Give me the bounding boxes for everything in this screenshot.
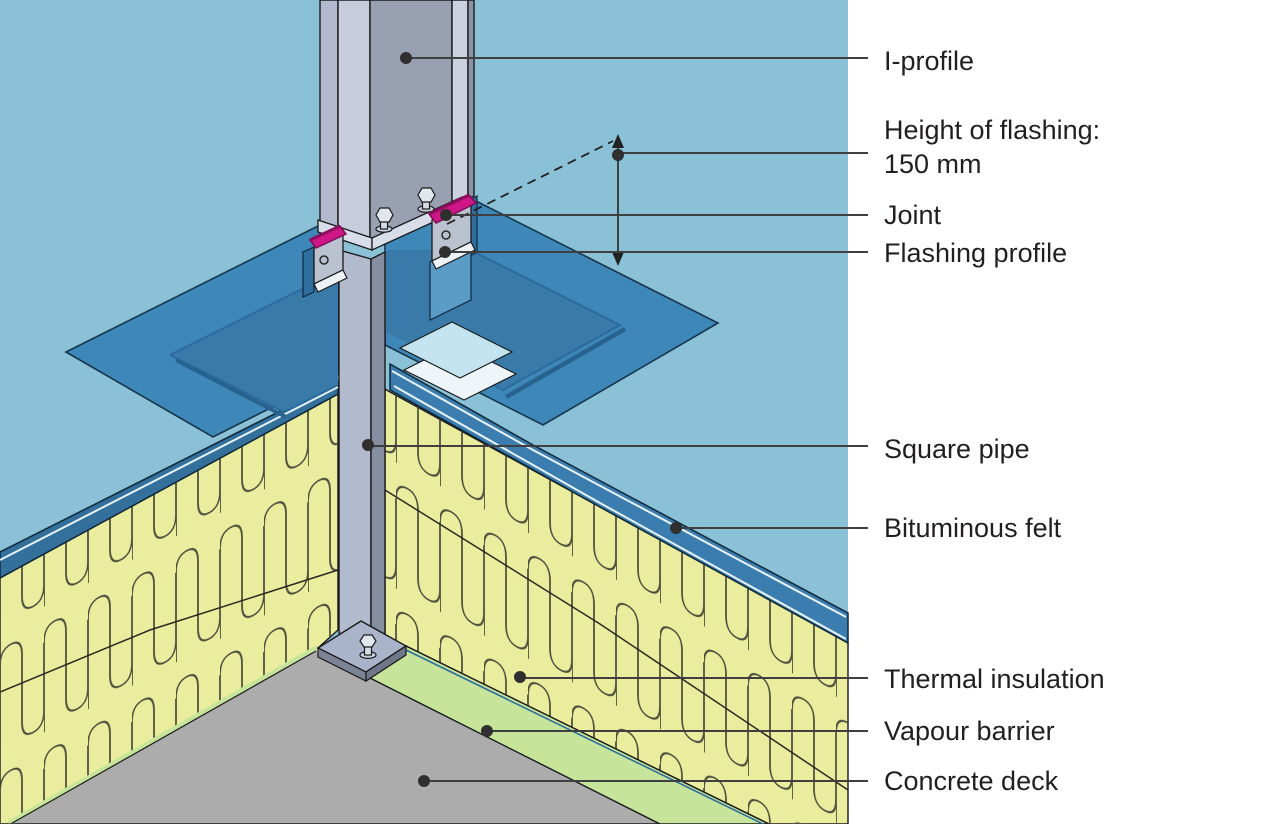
i-profile-left-flange-edge	[319, 0, 339, 239]
i-profile-left-flange-face	[337, 0, 371, 247]
label-vapour-barrier-text: Vapour barrier	[884, 716, 1055, 746]
label-bituminous-felt: Bituminous felt	[884, 511, 1061, 545]
label-bituminous-felt-text: Bituminous felt	[884, 513, 1062, 543]
insulation-layer-divider-left	[0, 569, 339, 693]
label-joint: Joint	[884, 198, 941, 232]
label-height-of-flashing: Height of flashing: 150 mm	[884, 113, 1100, 181]
vapour-barrier-top-line	[405, 649, 764, 824]
screw-icon	[441, 230, 451, 240]
felt-upstand-left	[170, 271, 338, 412]
extension-dashed-line	[446, 140, 614, 225]
dot-joint	[440, 209, 452, 221]
label-i-profile: I-profile	[884, 44, 974, 78]
label-vapour-barrier: Vapour barrier	[884, 714, 1055, 748]
screw-icon	[319, 255, 329, 265]
dot-flashing-profile	[439, 246, 451, 258]
leader-dots	[362, 52, 682, 787]
label-concrete-deck-text: Concrete deck	[884, 766, 1059, 796]
base-plate	[316, 620, 408, 683]
label-i-profile-text: I-profile	[884, 46, 975, 76]
vapour-barrier-edge-left-outline	[9, 650, 317, 824]
i-profile-right-flange-face	[451, 0, 469, 209]
dot-square-pipe	[362, 439, 374, 451]
i-profile-column	[319, 0, 475, 248]
insulation-layer-divider-right	[384, 489, 849, 791]
dot-bituminous-felt	[670, 522, 682, 534]
label-flashing-profile-text: Flashing profile	[884, 238, 1068, 268]
label-joint-text: Joint	[884, 200, 942, 230]
label-flashing-profile: Flashing profile	[884, 236, 1067, 270]
end-plate-bolt-left	[375, 207, 394, 233]
flashing-profile-left	[302, 224, 348, 298]
i-profile-right-flange-edge	[467, 0, 475, 201]
dot-concrete-deck	[418, 775, 430, 787]
flashing-profile-right	[427, 193, 478, 321]
dot-height-of-flashing	[612, 149, 624, 161]
label-thermal-insulation-text: Thermal insulation	[884, 664, 1105, 694]
end-plate-bolt-right	[417, 187, 436, 213]
vapour-barrier-edge-left	[7, 644, 320, 824]
label-square-pipe: Square pipe	[884, 432, 1030, 466]
dot-vapour-barrier	[481, 725, 493, 737]
anchor-bolt	[359, 634, 377, 659]
bituminous-felt-cut-edge-right	[389, 362, 849, 645]
label-height-of-flashing-text: Height of flashing:	[884, 115, 1101, 145]
label-concrete-deck: Concrete deck	[884, 764, 1058, 798]
bituminous-felt-patch-left	[64, 214, 339, 438]
label-thermal-insulation: Thermal insulation	[884, 662, 1105, 696]
label-height-of-flashing-value: 150 mm	[884, 149, 982, 179]
flashing-corner-piece	[398, 321, 518, 401]
height-dimension-arrow	[446, 134, 624, 266]
dot-i-profile	[400, 52, 412, 64]
leader-lines	[368, 57, 868, 782]
felt-upstand-sliver-left	[302, 246, 315, 298]
dot-thermal-insulation	[514, 671, 526, 683]
label-square-pipe-text: Square pipe	[884, 434, 1030, 464]
